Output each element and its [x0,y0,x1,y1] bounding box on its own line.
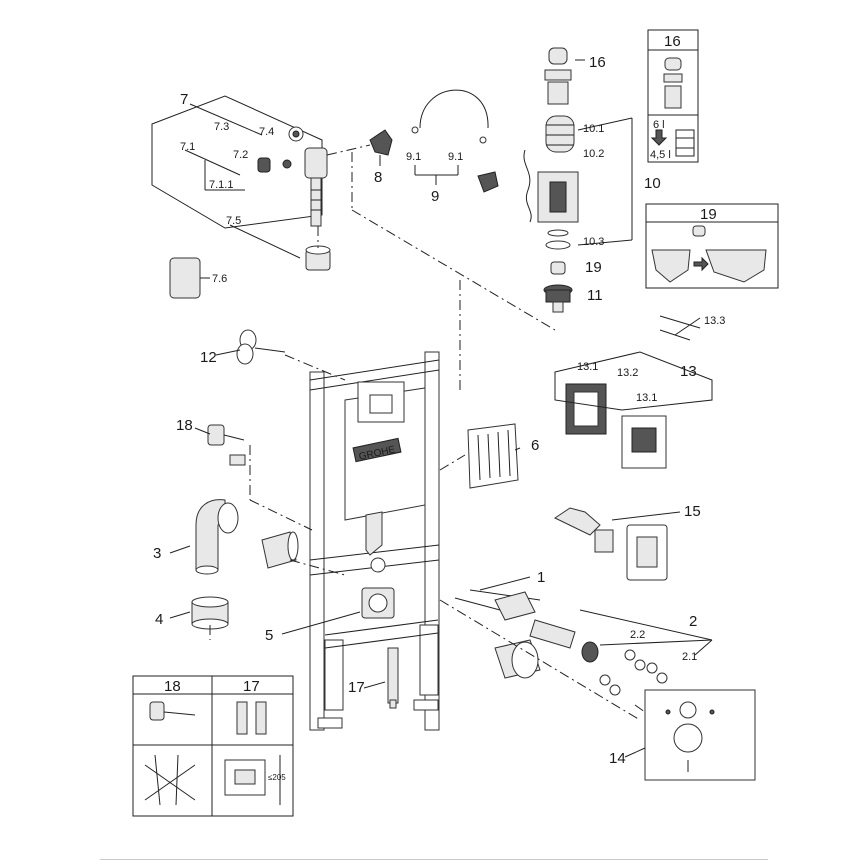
label-7-3: 7.3 [214,121,229,133]
label-9: 9 [431,188,439,205]
label-10-1: 10.1 [583,123,604,135]
part-group-7 [151,95,371,271]
label-17: 17 [348,679,365,696]
inset-bottom-dimension: ≤205 [268,773,286,782]
inset-16-measure-bottom: 4,5 l [650,149,671,161]
part-15-fixing-set [553,507,681,581]
label-7: 7 [180,91,188,108]
label-2-1: 2.1 [682,651,697,663]
part-13-3-screws [659,315,701,341]
part-12-wall-anchor [236,329,346,381]
label-5: 5 [265,627,273,644]
label-7-1-1: 7.1.1 [209,179,233,191]
part-7-6-bag [169,257,210,299]
part-11-outlet [543,284,573,313]
label-8: 8 [374,169,382,186]
part-3-sleeve [261,531,299,569]
part-18-bracket [207,424,313,531]
label-13-2: 13.2 [617,367,638,379]
inset-19-title: 19 [700,206,717,223]
label-13-3: 13.3 [704,315,725,327]
label-13: 13 [680,363,697,380]
part-10-flush-mechanism [523,115,633,250]
part-2-pipe-set [494,609,713,696]
label-7-6: 7.6 [212,273,227,285]
part-4-cap [191,596,229,640]
label-7-4: 7.4 [259,126,274,138]
part-8-bracket [369,129,393,166]
inset-box-16 [647,29,699,163]
inset-box-bottom [132,675,294,817]
inset-bottom-title-18: 18 [164,678,181,695]
label-1: 1 [537,569,545,586]
label-10: 10 [644,175,661,192]
inset-labels: 16 6 l 4,5 l 19 18 17 ≤205 [164,33,717,782]
label-12: 12 [200,349,217,366]
label-16: 16 [589,54,606,71]
label-4: 4 [155,611,163,628]
bottom-divider [100,859,768,860]
label-14: 14 [609,750,626,767]
part-14-sound-insulation [634,689,756,781]
frame-bracket-5 [361,587,395,619]
callout-labels: 7 7.1 7.1.1 7.2 7.3 7.4 7.5 7.6 8 9 9.1 … [153,54,725,767]
label-2: 2 [689,613,697,630]
part-17-clip [387,647,399,709]
inset-box-19 [645,203,779,289]
part-19-adapter [550,261,566,275]
part-3-elbow [195,499,239,575]
label-3: 3 [153,545,161,562]
label-18: 18 [176,417,193,434]
label-13-1-bottom: 13.1 [636,392,657,404]
label-13-1-top: 13.1 [577,361,598,373]
part-6-cover-box [439,423,519,489]
cistern: GROHE [344,381,426,573]
label-6: 6 [531,437,539,454]
inset-16-measure-top: 6 l [653,119,665,131]
inset-16-title: 16 [664,33,681,50]
label-2-2: 2.2 [630,629,645,641]
part-16-valve [544,47,585,105]
part-9-hose [411,89,499,193]
part-13-flush-plate [554,351,713,469]
label-11: 11 [587,287,603,304]
label-15: 15 [684,503,701,520]
label-10-2: 10.2 [583,148,604,160]
label-9-1-right: 9.1 [448,151,463,163]
part-1-rods [454,589,541,621]
label-7-1: 7.1 [180,141,195,153]
label-9-1-left: 9.1 [406,151,421,163]
inset-bottom-title-17: 17 [243,678,260,695]
label-7-2: 7.2 [233,149,248,161]
label-7-5: 7.5 [226,215,241,227]
label-10-3: 10.3 [583,236,604,248]
installation-frame [309,351,440,731]
label-19: 19 [585,259,602,276]
